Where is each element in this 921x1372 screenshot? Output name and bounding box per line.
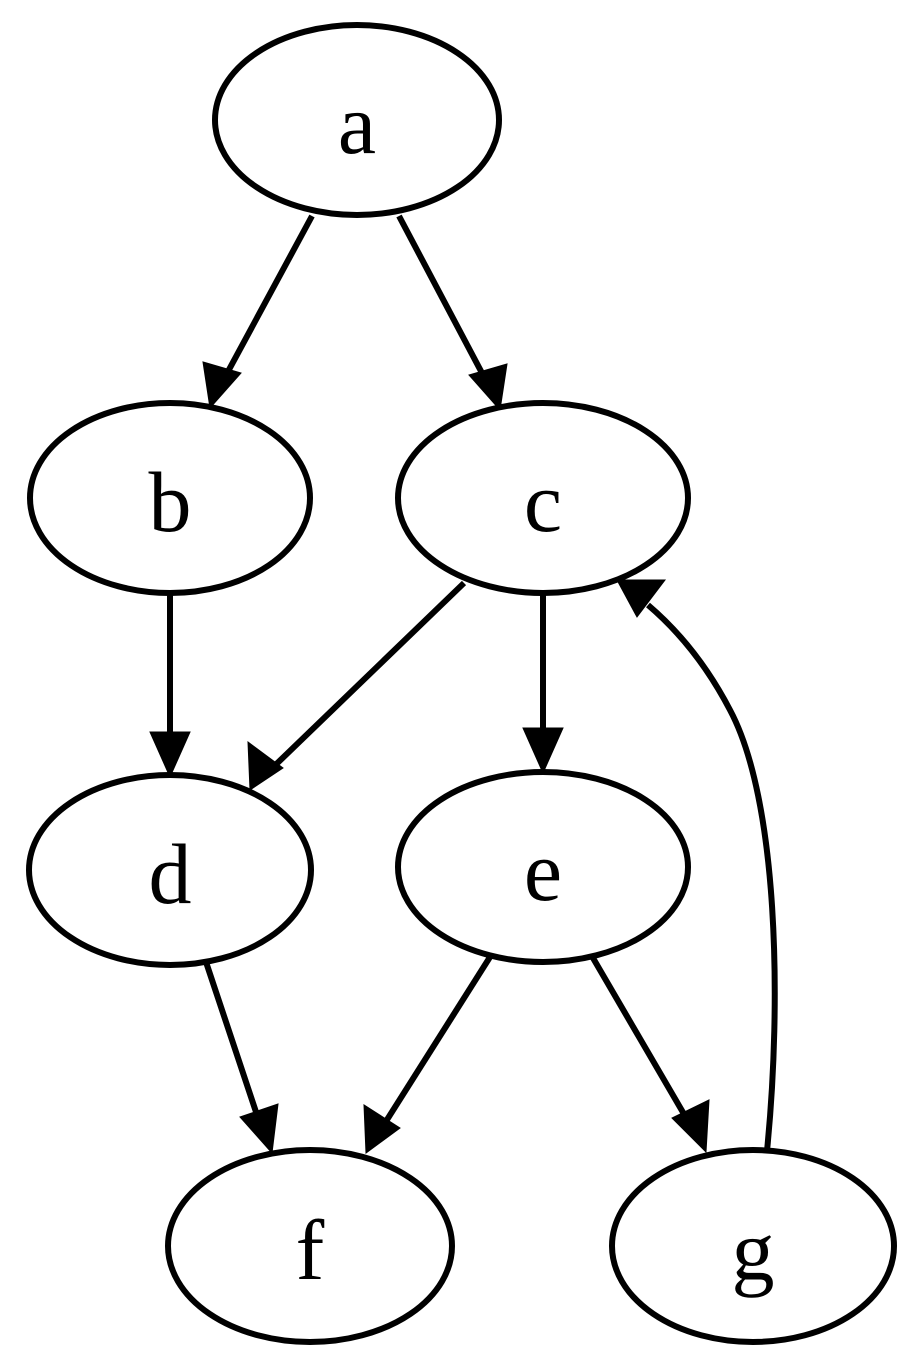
node-f-ellipse[interactable]	[165, 1147, 455, 1345]
edge-d-f-line	[202, 958, 266, 1134]
edge-d-f-arrowhead	[239, 1103, 279, 1155]
node-b-label: b	[149, 454, 192, 550]
node-e[interactable]: e	[395, 769, 691, 965]
edge-b-d	[149, 594, 191, 779]
node-d-ellipse[interactable]	[26, 772, 314, 968]
edge-e-f	[363, 955, 493, 1154]
edge-c-d	[247, 580, 467, 791]
edge-e-g-arrowhead	[671, 1099, 710, 1154]
edge-g-c-curve	[646, 602, 778, 1152]
node-a[interactable]: a	[212, 22, 502, 218]
node-g-ellipse[interactable]	[609, 1147, 897, 1345]
edge-layer	[149, 214, 778, 1155]
edge-d-f	[202, 958, 279, 1155]
node-c[interactable]: c	[395, 400, 691, 596]
node-e-label: e	[524, 823, 562, 919]
edge-a-b-arrowhead	[202, 361, 242, 410]
edge-a-c-line	[396, 214, 495, 394]
edge-c-d-arrowhead	[247, 740, 284, 791]
edge-c-e-arrowhead	[522, 727, 564, 775]
node-c-ellipse[interactable]	[395, 400, 691, 596]
edge-g-c-arrowhead	[616, 579, 667, 618]
edge-e-g	[590, 956, 710, 1154]
edge-a-b	[202, 214, 315, 410]
node-a-label: a	[338, 76, 376, 172]
node-c-label: c	[524, 454, 562, 550]
node-b[interactable]: b	[27, 400, 313, 596]
node-f[interactable]: f	[165, 1147, 455, 1345]
node-e-ellipse[interactable]	[395, 769, 691, 965]
node-a-ellipse[interactable]	[212, 22, 502, 218]
node-b-ellipse[interactable]	[27, 400, 313, 596]
edge-e-f-arrowhead	[363, 1104, 401, 1154]
edge-g-c	[616, 579, 778, 1152]
node-layer: a b c d e f g	[26, 22, 897, 1345]
edge-a-c-arrowhead	[468, 363, 508, 412]
node-d[interactable]: d	[26, 772, 314, 968]
node-d-label: d	[149, 826, 192, 922]
edge-c-d-line	[262, 580, 467, 778]
edge-a-c	[396, 214, 508, 412]
node-g[interactable]: g	[609, 1147, 897, 1345]
edge-b-d-arrowhead	[149, 731, 191, 779]
node-f-label: f	[296, 1202, 325, 1298]
node-g-label: g	[732, 1202, 775, 1298]
edge-e-g-line	[590, 956, 698, 1135]
edge-a-b-line	[215, 214, 315, 392]
edge-c-e	[522, 593, 564, 775]
edge-e-f-line	[375, 955, 493, 1136]
